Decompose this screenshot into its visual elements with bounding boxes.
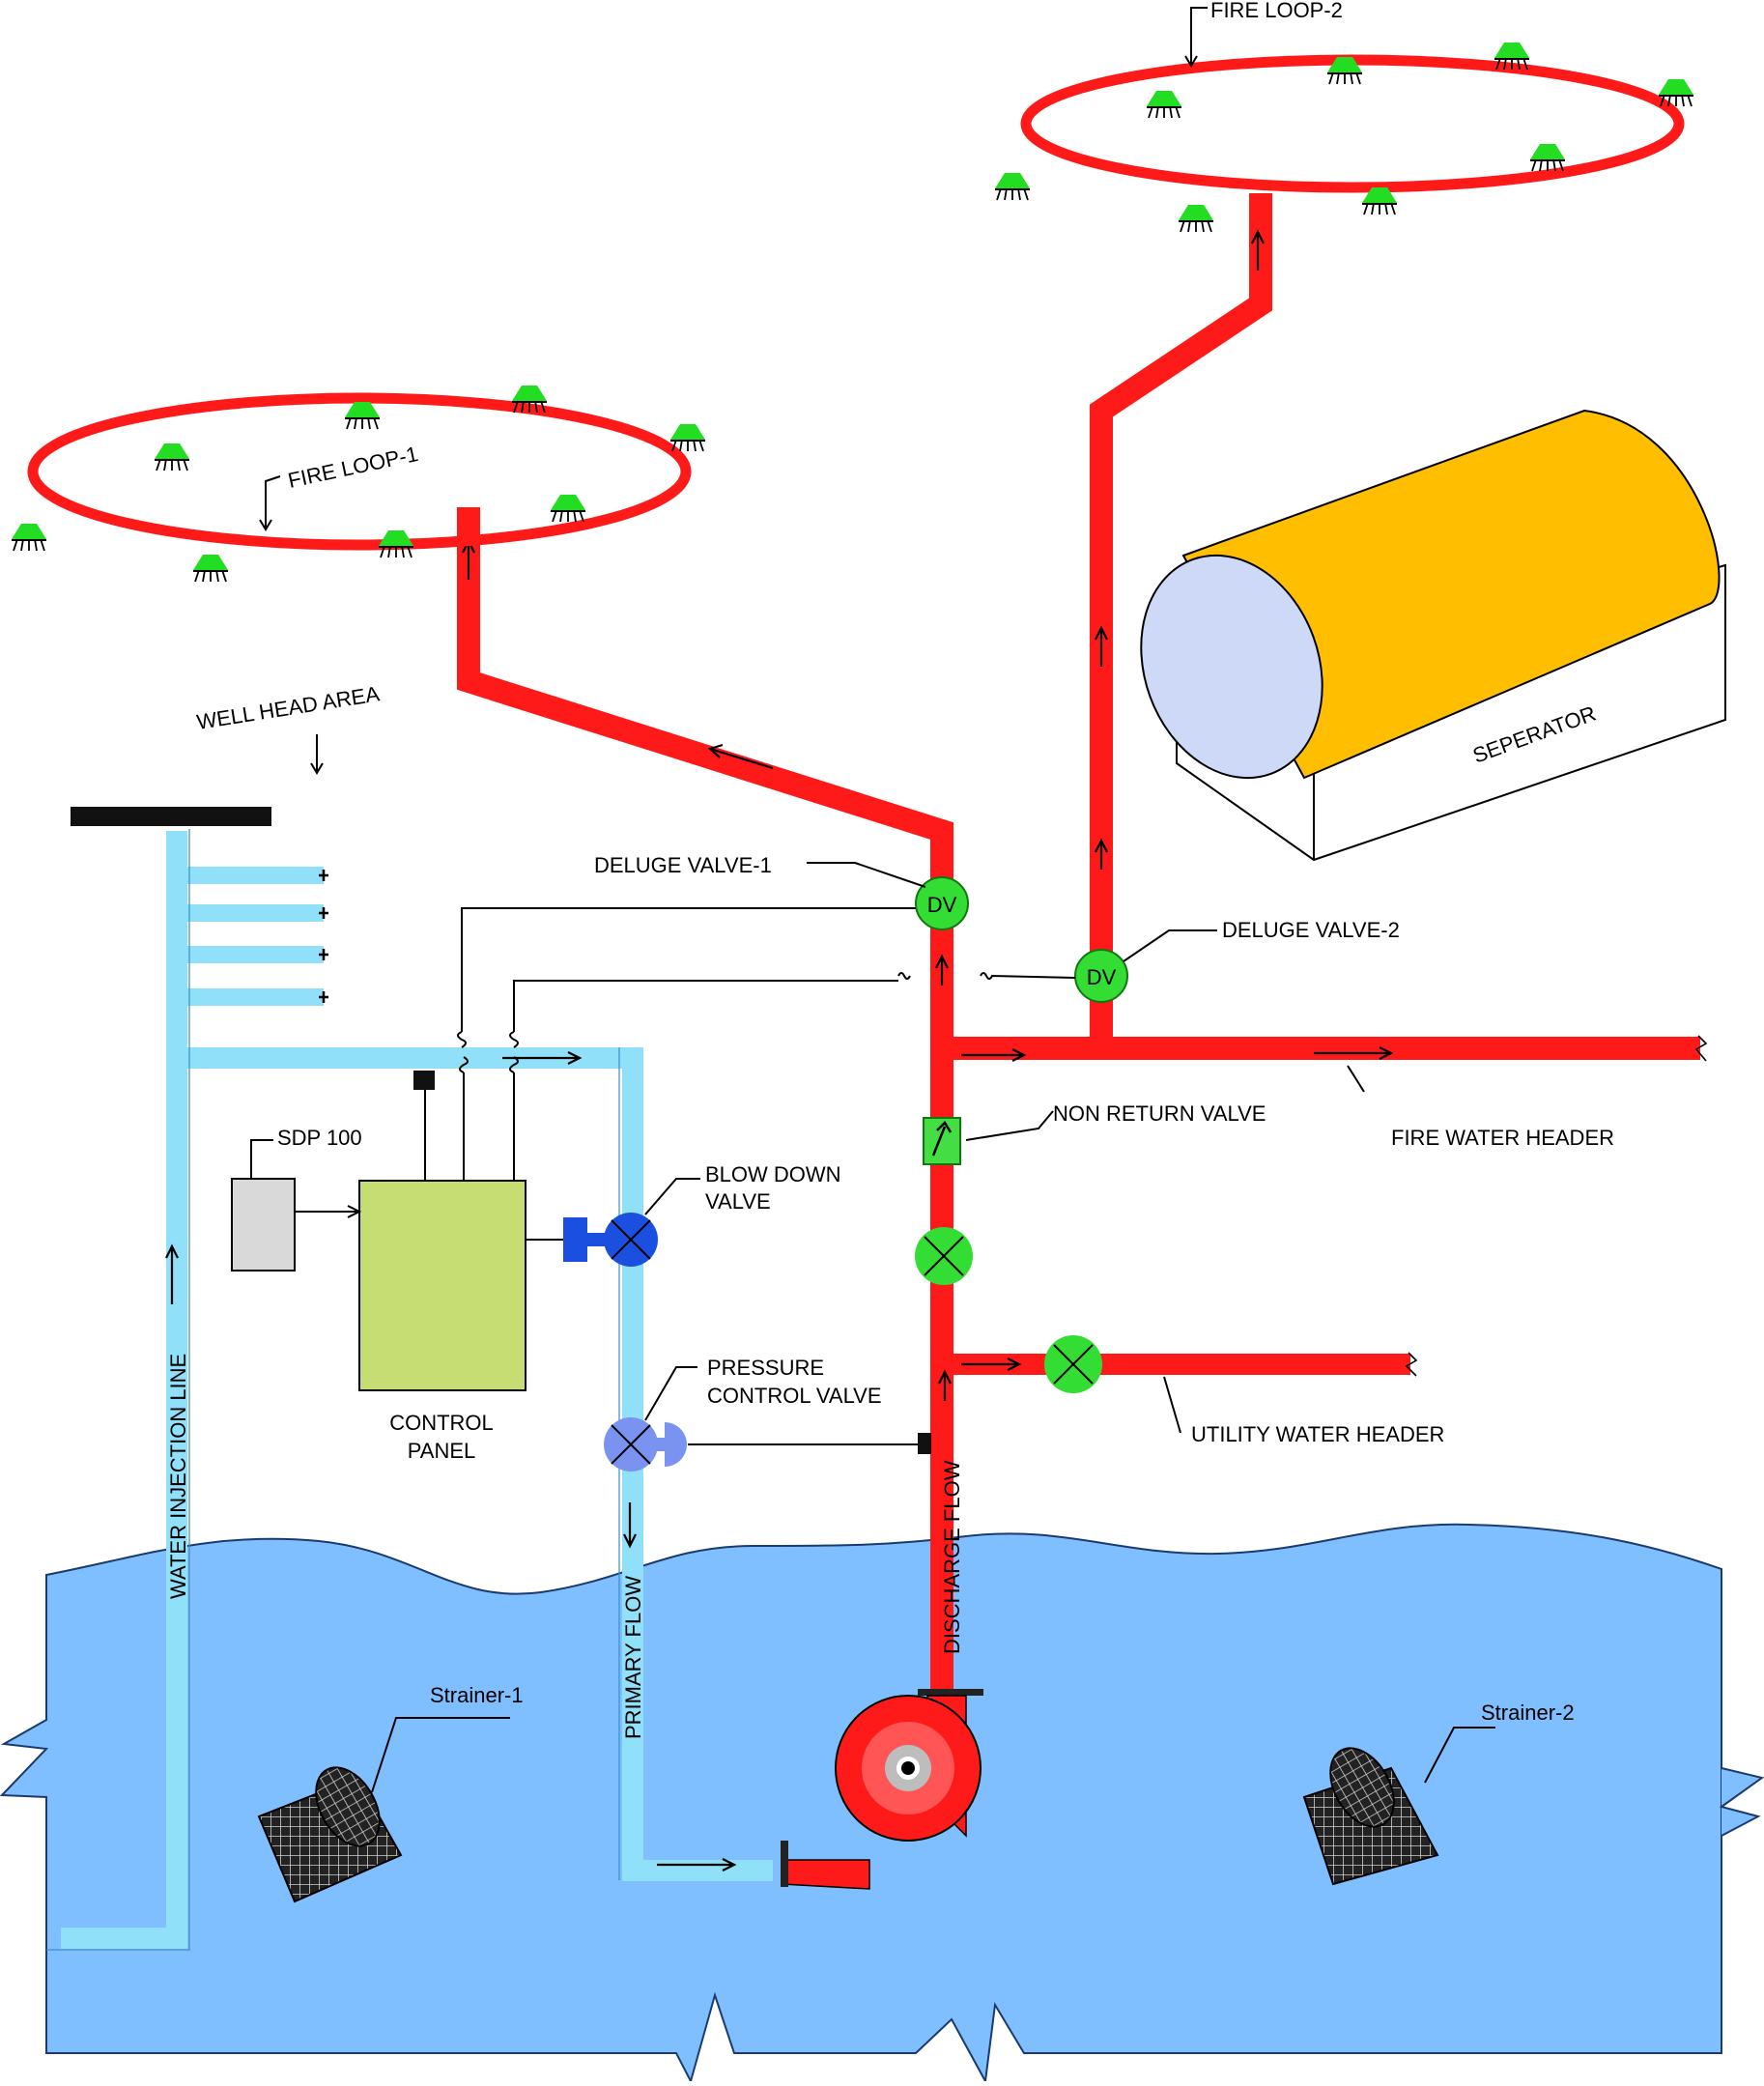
branch-end-markers (319, 870, 328, 1003)
label-pressure-control-2: CONTROL VALVE (707, 1384, 882, 1408)
sprinkler-head (345, 402, 380, 430)
sprinkler-head (512, 386, 547, 414)
label-deluge-valve-1: DELUGE VALVE-1 (594, 853, 772, 877)
fire-header-end (1694, 1035, 1708, 1062)
label-pressure-control-1: PRESSURE (707, 1356, 824, 1380)
label-control-panel-2: PANEL (408, 1439, 476, 1463)
label-blow-down-1: BLOW DOWN (705, 1162, 841, 1186)
label-well-head-area: WELL HEAD AREA (195, 681, 382, 734)
sea-right-notch (1719, 1767, 1764, 1837)
fire-loop-1 (27, 392, 692, 551)
label-primary-flow: PRIMARY FLOW (621, 1576, 645, 1739)
label-deluge-valve-2: DELUGE VALVE-2 (1222, 918, 1400, 942)
sprinkler-head (1362, 187, 1397, 215)
label-fire-loop-1: FIRE LOOP-1 (286, 442, 420, 493)
dv-2-text: DV (1087, 965, 1117, 989)
fire-water-pump (781, 1689, 983, 1890)
well-head-cap (71, 807, 271, 826)
label-utility-water-header: UTILITY WATER HEADER (1191, 1422, 1444, 1446)
sprinkler-head (1147, 91, 1181, 119)
label-blow-down-2: VALVE (705, 1189, 771, 1214)
separator-vessel (1140, 409, 1726, 862)
sprinkler-head (1494, 43, 1529, 71)
blow-down-valve (563, 1213, 658, 1267)
pressure-control-valve (604, 1417, 687, 1472)
deluge-valve-2: DV (1074, 949, 1128, 1003)
control-panel (358, 1180, 526, 1391)
label-fire-loop-2: FIRE LOOP-2 (1210, 0, 1343, 22)
separator-end-cap (1140, 554, 1323, 780)
isolation-valve-main (915, 1227, 973, 1285)
sprinkler-head (1327, 57, 1362, 85)
sdp-100-box (231, 1178, 296, 1272)
label-fire-water-header: FIRE WATER HEADER (1391, 1126, 1614, 1150)
sprinkler-head (551, 495, 585, 523)
sprinkler-heads (12, 43, 1693, 583)
label-sdp: SDP 100 (277, 1126, 362, 1150)
control-signal-lines (250, 907, 1076, 1454)
fire-flow-arrows (462, 229, 1394, 1401)
fire-water-piping (457, 193, 1700, 1710)
deluge-valve-1: DV (915, 876, 969, 930)
sprinkler-head (155, 443, 189, 471)
strainer-2 (1302, 1747, 1439, 1886)
label-strainer-2: Strainer-2 (1481, 1700, 1575, 1725)
water-flow-arrows (165, 1051, 737, 1872)
label-leader-lines (259, 7, 1495, 1793)
utility-header-valve (1044, 1335, 1102, 1393)
dv-1-text: DV (927, 893, 957, 917)
label-control-panel-1: CONTROL (389, 1411, 494, 1435)
sprinkler-head (1530, 144, 1565, 172)
label-discharge-flow: DISCHARGE FLOW (940, 1460, 964, 1654)
non-return-valve (923, 1117, 961, 1165)
sprinkler-head (193, 555, 228, 583)
label-non-return-valve: NON RETURN VALVE (1053, 1101, 1266, 1126)
sprinkler-head (1659, 79, 1693, 107)
sprinkler-head (12, 524, 46, 552)
utility-header-end (1405, 1352, 1418, 1377)
sprinkler-head (670, 424, 705, 452)
label-water-injection-line: WATER INJECTION LINE (166, 1354, 190, 1599)
sprinkler-head (995, 173, 1030, 201)
label-strainer-1: Strainer-1 (430, 1683, 524, 1707)
sprinkler-head (379, 530, 413, 558)
strainer-1 (257, 1766, 403, 1903)
sprinkler-head (1179, 205, 1213, 233)
